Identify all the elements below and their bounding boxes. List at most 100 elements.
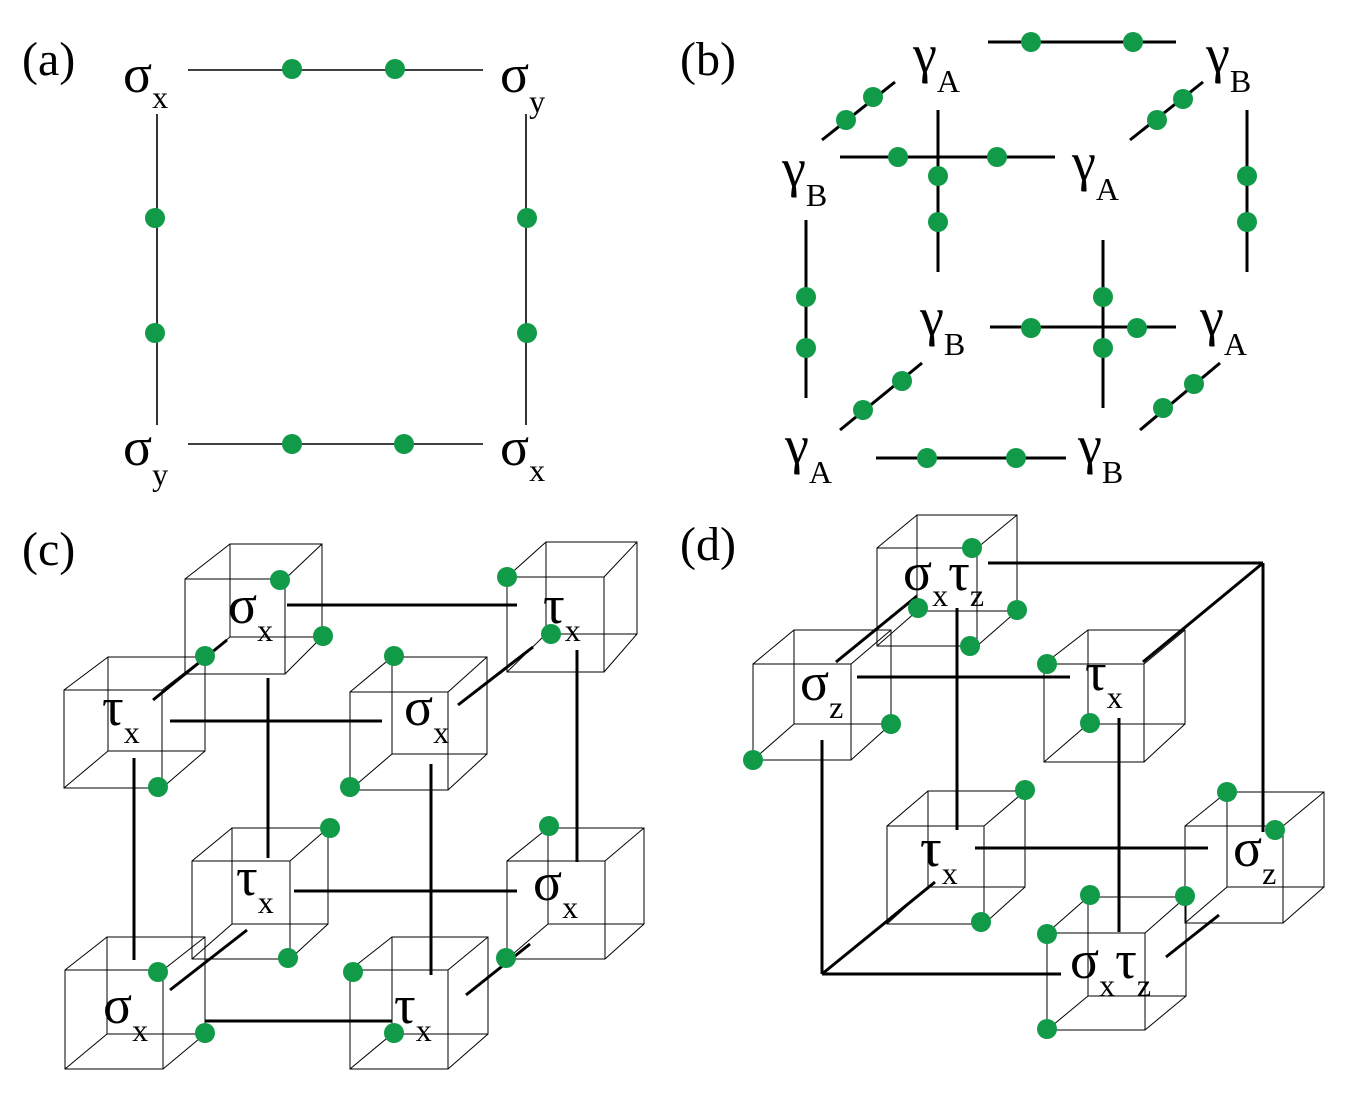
node-symbol: σ [903,542,932,602]
dot [1265,820,1285,840]
panel-a-label: (a) [22,33,75,86]
panel-a-node-1: σx [123,44,168,115]
dot [1080,713,1100,733]
dot [541,624,561,644]
dot [384,646,404,666]
node-subscript: B [806,177,827,213]
dot [1006,448,1026,468]
dot [313,626,333,646]
panel-b-node-8: γB [1077,415,1123,490]
dot [863,87,883,107]
svg-text:τx: τx [102,677,140,750]
node-symbol-2: τ [1115,930,1137,990]
node-symbol: γ [781,138,806,198]
panel-c-node-5: τx [236,847,274,920]
dot [148,777,168,797]
dot [270,570,290,590]
node-subscript: x [565,612,581,648]
node-symbol: τ [1085,642,1107,702]
node-subscript-2: z [970,577,984,613]
svg-text:σx: σx [500,417,545,488]
node-subscript: z [1262,855,1276,891]
dot [1175,886,1195,906]
node-symbol: γ [1199,287,1224,347]
panel-c-label: (c) [22,523,75,576]
panel-a-dots [145,59,537,454]
svg-text:σx: σx [228,575,273,648]
dot [917,448,937,468]
node-subscript: A [1096,171,1119,207]
dot [960,636,980,656]
node-subscript: A [809,454,832,490]
svg-text:τx: τx [543,575,581,648]
node-subscript: x [124,714,140,750]
node-symbol: γ [1071,132,1096,192]
node-symbol-2: τ [948,542,970,602]
dot [384,1023,404,1043]
dot [145,208,165,228]
svg-text:σx: σx [103,975,148,1048]
dot [1015,780,1035,800]
node-symbol: σ [228,575,257,635]
node-symbol: σ [500,44,529,104]
svg-text:τx: τx [1085,642,1123,715]
dot [1007,600,1027,620]
panel-b-node-5: γB [919,287,965,362]
node-subscript: x [132,1012,148,1048]
dot [1080,885,1100,905]
node-subscript: x [562,889,578,925]
node-subscript: y [529,83,545,119]
panel-d-edges [820,561,1265,976]
panel-d-node-6: σxτz [1070,930,1151,1003]
dot [497,567,517,587]
panel-b: (b) γA γB γB γA γB [680,24,1257,490]
panel-c-node-1: σx [228,575,273,648]
node-symbol: σ [123,44,152,104]
dot [1217,782,1237,802]
svg-text:σx: σx [123,44,168,115]
dot [517,323,537,343]
panel-d-node-4: τx [920,818,958,891]
dot [1153,398,1173,418]
cube-4 [886,790,1026,925]
panel-c-cubes [63,541,645,1070]
cube-7 [64,936,206,1070]
dot [1173,89,1193,109]
dot [1093,338,1113,358]
node-subscript: B [944,326,965,362]
dot [1021,32,1041,52]
node-subscript: B [1102,454,1123,490]
svg-text:σxτz: σxτz [903,542,984,613]
node-symbol: τ [102,677,124,737]
dot [836,110,856,130]
svg-text:γB: γB [1077,415,1123,490]
node-subscript: x [1107,679,1123,715]
dot [892,371,912,391]
dot [496,948,516,968]
dot [881,714,901,734]
panel-d-node-2: σz [800,652,843,725]
dot [385,59,405,79]
dot [908,598,928,618]
dot [1147,110,1167,130]
dot [928,212,948,232]
panel-b-node-3: γB [781,138,827,213]
dot [539,816,559,836]
dot [1237,166,1257,186]
dot [1237,212,1257,232]
node-subscript: x [529,452,545,488]
dot [1037,924,1057,944]
node-symbol: γ [1077,415,1102,475]
node-subscript: x [932,577,948,613]
panel-b-node-6: γA [1199,287,1247,362]
dot [340,777,360,797]
panel-d-node-1: σxτz [903,542,984,613]
node-subscript: A [937,63,960,99]
dot [1037,1019,1057,1039]
node-symbol: σ [123,417,152,477]
node-subscript: B [1230,63,1251,99]
dot [962,538,982,558]
svg-text:τx: τx [236,847,274,920]
svg-text:τx: τx [394,975,432,1048]
dot [282,59,302,79]
